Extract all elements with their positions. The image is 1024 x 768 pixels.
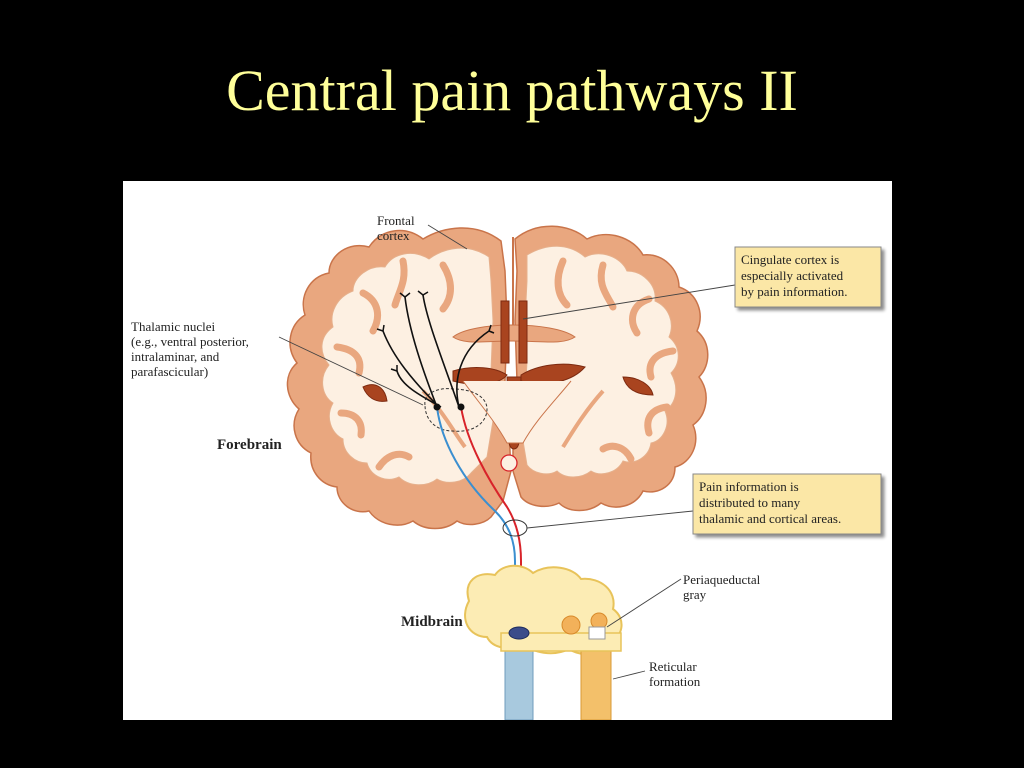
cingulate-callout-text: Cingulate cortex is especially activated… [741, 252, 848, 299]
distribution-callout-box [692, 473, 882, 535]
central-pain-pathways-diagram: Frontal cortex Thalamic nuclei (e.g., ve… [131, 213, 882, 720]
internal-capsule-right [561, 389, 605, 449]
thalamic-nucleus-dot-2 [457, 403, 465, 411]
spinothalamic-tract-section [508, 626, 530, 640]
thalamic-nucleus-dot-1 [433, 403, 441, 411]
midbrain-section [464, 564, 623, 720]
forebrain-label: Forebrain [217, 437, 282, 453]
brainstem-left-column [504, 640, 534, 720]
right-gyri [554, 257, 677, 463]
cerebral-aqueduct [588, 626, 606, 640]
hypothalamus-marker [500, 454, 518, 472]
thalamic-nuclei-label: Thalamic nuclei (e.g., ventral posterior… [131, 319, 252, 379]
projection-terminals [376, 290, 495, 372]
reticular-formation-label: Reticular formation [649, 659, 701, 689]
midbrain-label: Midbrain [401, 614, 463, 630]
periaqueductal-gray-label: Periaqueductal gray [683, 572, 764, 602]
distribution-callout: Pain information is distributed to many … [692, 473, 882, 535]
blue-pathway [436, 406, 516, 641]
left-gyri [333, 257, 454, 471]
frontal-cortex-label: Frontal cortex [377, 213, 418, 243]
cingulate-callout: Cingulate cortex is especially activated… [734, 246, 882, 308]
leader-lines [278, 224, 736, 680]
cingulate-gyrus [452, 324, 576, 343]
slide-title: Central pain pathways II [226, 58, 798, 123]
distribution-callout-text: Pain information is distributed to many … [699, 479, 841, 526]
pag-nucleus-left [561, 615, 581, 635]
red-pathway [460, 406, 522, 631]
thalamus-outline [462, 380, 572, 444]
forebrain-section [286, 225, 709, 530]
brainstem-right-column [580, 642, 612, 720]
cingulate-callout-box [734, 246, 882, 308]
thalamic-nuclei-region [424, 388, 488, 432]
diagram-panel: Frontal cortex Thalamic nuclei (e.g., ve… [123, 181, 892, 720]
